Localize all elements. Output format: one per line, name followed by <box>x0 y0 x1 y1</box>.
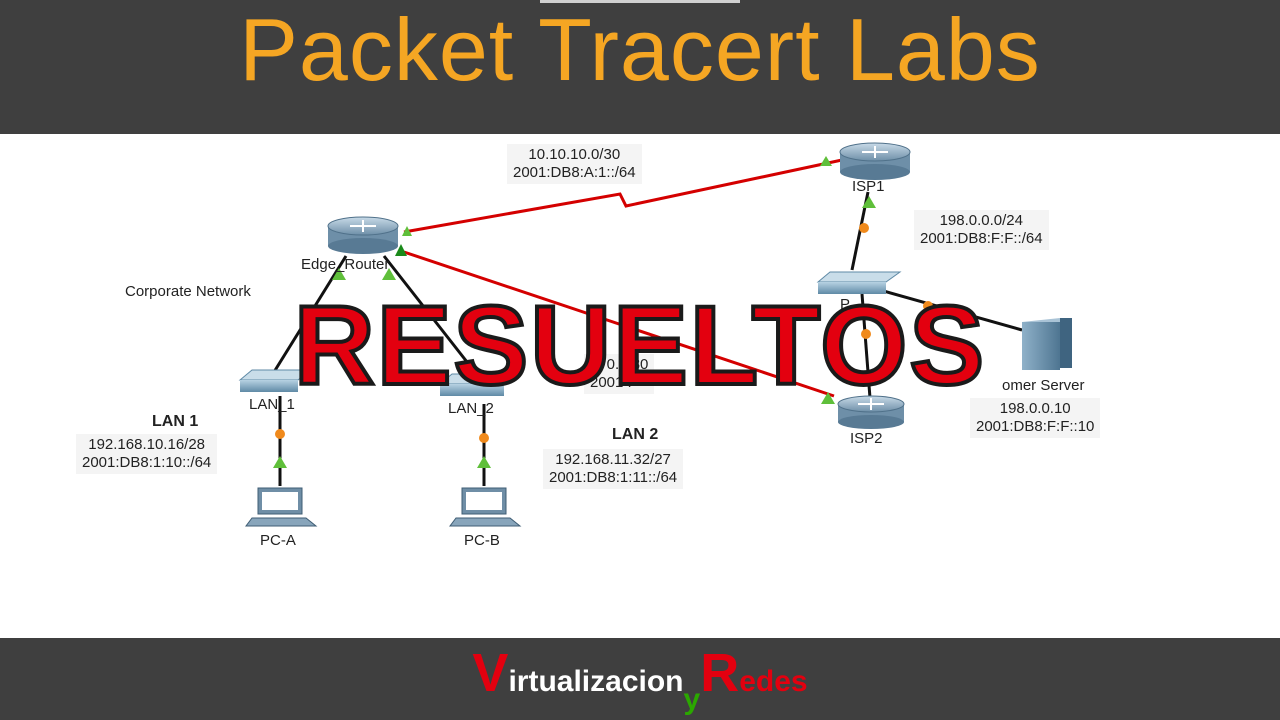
top-accent-bar <box>540 0 740 3</box>
eth-link-switch-isp2 <box>860 293 872 399</box>
isp-switch-label: P <box>840 296 851 313</box>
edge-isp2-network-box: .1 0.4/30 2001 : <box>584 354 655 394</box>
ipv6-network: 2001:DB8:A:1::/64 <box>513 164 636 181</box>
ipv4-network: 192.168.11.32/27 <box>555 451 671 468</box>
network-topology-diagram: Edge_Router ISP1 ISP2 LAN_1 LAN_2 PC-A P… <box>0 134 1280 638</box>
port-up-indicator <box>395 244 407 256</box>
resueltos-overlay: RESUELTOS <box>292 283 987 408</box>
isp1-label: ISP1 <box>852 178 885 195</box>
port-up-indicator <box>332 268 346 280</box>
lan1-network-box: 192.168.10.16/28 2001:DB8:1:10::/64 <box>76 434 218 474</box>
server-address-box: 198.0.0.10 2001:DB8:F:F::10 <box>970 398 1101 438</box>
port-up-indicator <box>862 196 876 208</box>
isp1-router-icon[interactable] <box>839 142 911 180</box>
lan1-switch-label: LAN_1 <box>249 396 295 413</box>
isp2-router-icon[interactable] <box>837 395 905 429</box>
pc-a-icon[interactable] <box>245 487 318 527</box>
ipv6-network: 2001:DB8:1:10::/64 <box>82 454 212 471</box>
bottom-banner: VirtualizacionyRedes <box>0 638 1280 720</box>
serial-link-edge-isp1 <box>403 158 843 234</box>
pc-b-icon[interactable] <box>449 487 522 527</box>
lan2-switch-label: LAN_2 <box>448 400 494 417</box>
lan2-title: LAN 2 <box>612 426 659 443</box>
ipv6-network: 2001 : <box>590 374 632 391</box>
port-pending-indicator <box>859 223 869 233</box>
port-up-indicator <box>820 156 832 166</box>
topology-canvas <box>238 142 1072 527</box>
ipv6-address: 2001:DB8:F:F::10 <box>976 418 1095 435</box>
port-up-indicator <box>477 456 491 468</box>
port-pending-indicator <box>861 329 871 339</box>
corporate-network-label: Corporate Network <box>125 283 251 300</box>
ipv4-address: 198.0.0.10 <box>999 400 1071 417</box>
pc-b-label: PC-B <box>464 532 500 549</box>
server-icon[interactable] <box>1022 318 1072 370</box>
port-up-indicator <box>821 392 835 404</box>
edge-router-label: Edge_Router <box>301 256 390 273</box>
ipv4-network: 10.10.10.0/30 <box>528 146 621 163</box>
lan1-switch-icon[interactable] <box>238 369 312 392</box>
brand-word-edes: edes <box>739 665 808 698</box>
top-banner: Packet Tracert Labs <box>0 0 1280 134</box>
brand-letter-r: R <box>700 643 740 703</box>
port-pending-indicator <box>302 323 312 333</box>
pc-a-label: PC-A <box>260 532 296 549</box>
brand-logo: VirtualizacionyRedes <box>0 638 1280 720</box>
port-up-indicator <box>402 226 412 236</box>
isp1-lan-network-box: 198.0.0.0/24 2001:DB8:F:F::/64 <box>914 210 1049 250</box>
eth-link-switch-server <box>879 288 1023 332</box>
brand-letter-v: V <box>472 643 509 703</box>
lan2-network-box: 192.168.11.32/27 2001:DB8:1:11::/64 <box>543 449 684 489</box>
isp2-label: ISP2 <box>850 430 883 447</box>
edge-isp1-network-box: 10.10.10.0/30 2001:DB8:A:1::/64 <box>507 144 642 184</box>
brand-word-irtualizacion: irtualizacion <box>508 665 684 698</box>
port-up-indicator <box>382 268 396 280</box>
ipv6-network: 2001:DB8:F:F::/64 <box>920 230 1043 247</box>
lan2-switch-icon[interactable] <box>438 373 518 396</box>
eth-link-edge-lan1 <box>272 255 348 373</box>
port-up-indicator <box>273 456 287 468</box>
server-label: omer Server <box>1002 377 1085 394</box>
edge-router-icon[interactable] <box>327 216 399 254</box>
isp-switch-icon[interactable] <box>816 271 902 294</box>
ipv6-network: 2001:DB8:1:11::/64 <box>549 469 678 486</box>
port-pending-indicator <box>479 433 489 443</box>
ipv4-network: 192.168.10.16/28 <box>88 436 206 453</box>
ipv4-network: .1 0.4/30 <box>590 356 649 373</box>
port-pending-indicator <box>275 429 285 439</box>
serial-link-edge-isp2 <box>403 250 835 398</box>
brand-letter-y: y <box>683 683 701 716</box>
banner-title: Packet Tracert Labs <box>239 0 1041 99</box>
port-pending-indicator <box>923 301 933 311</box>
eth-link-edge-lan2 <box>382 255 480 377</box>
ipv4-network: 198.0.0.0/24 <box>939 212 1023 229</box>
port-up-indicator <box>964 316 976 328</box>
lan1-title: LAN 1 <box>152 413 199 430</box>
